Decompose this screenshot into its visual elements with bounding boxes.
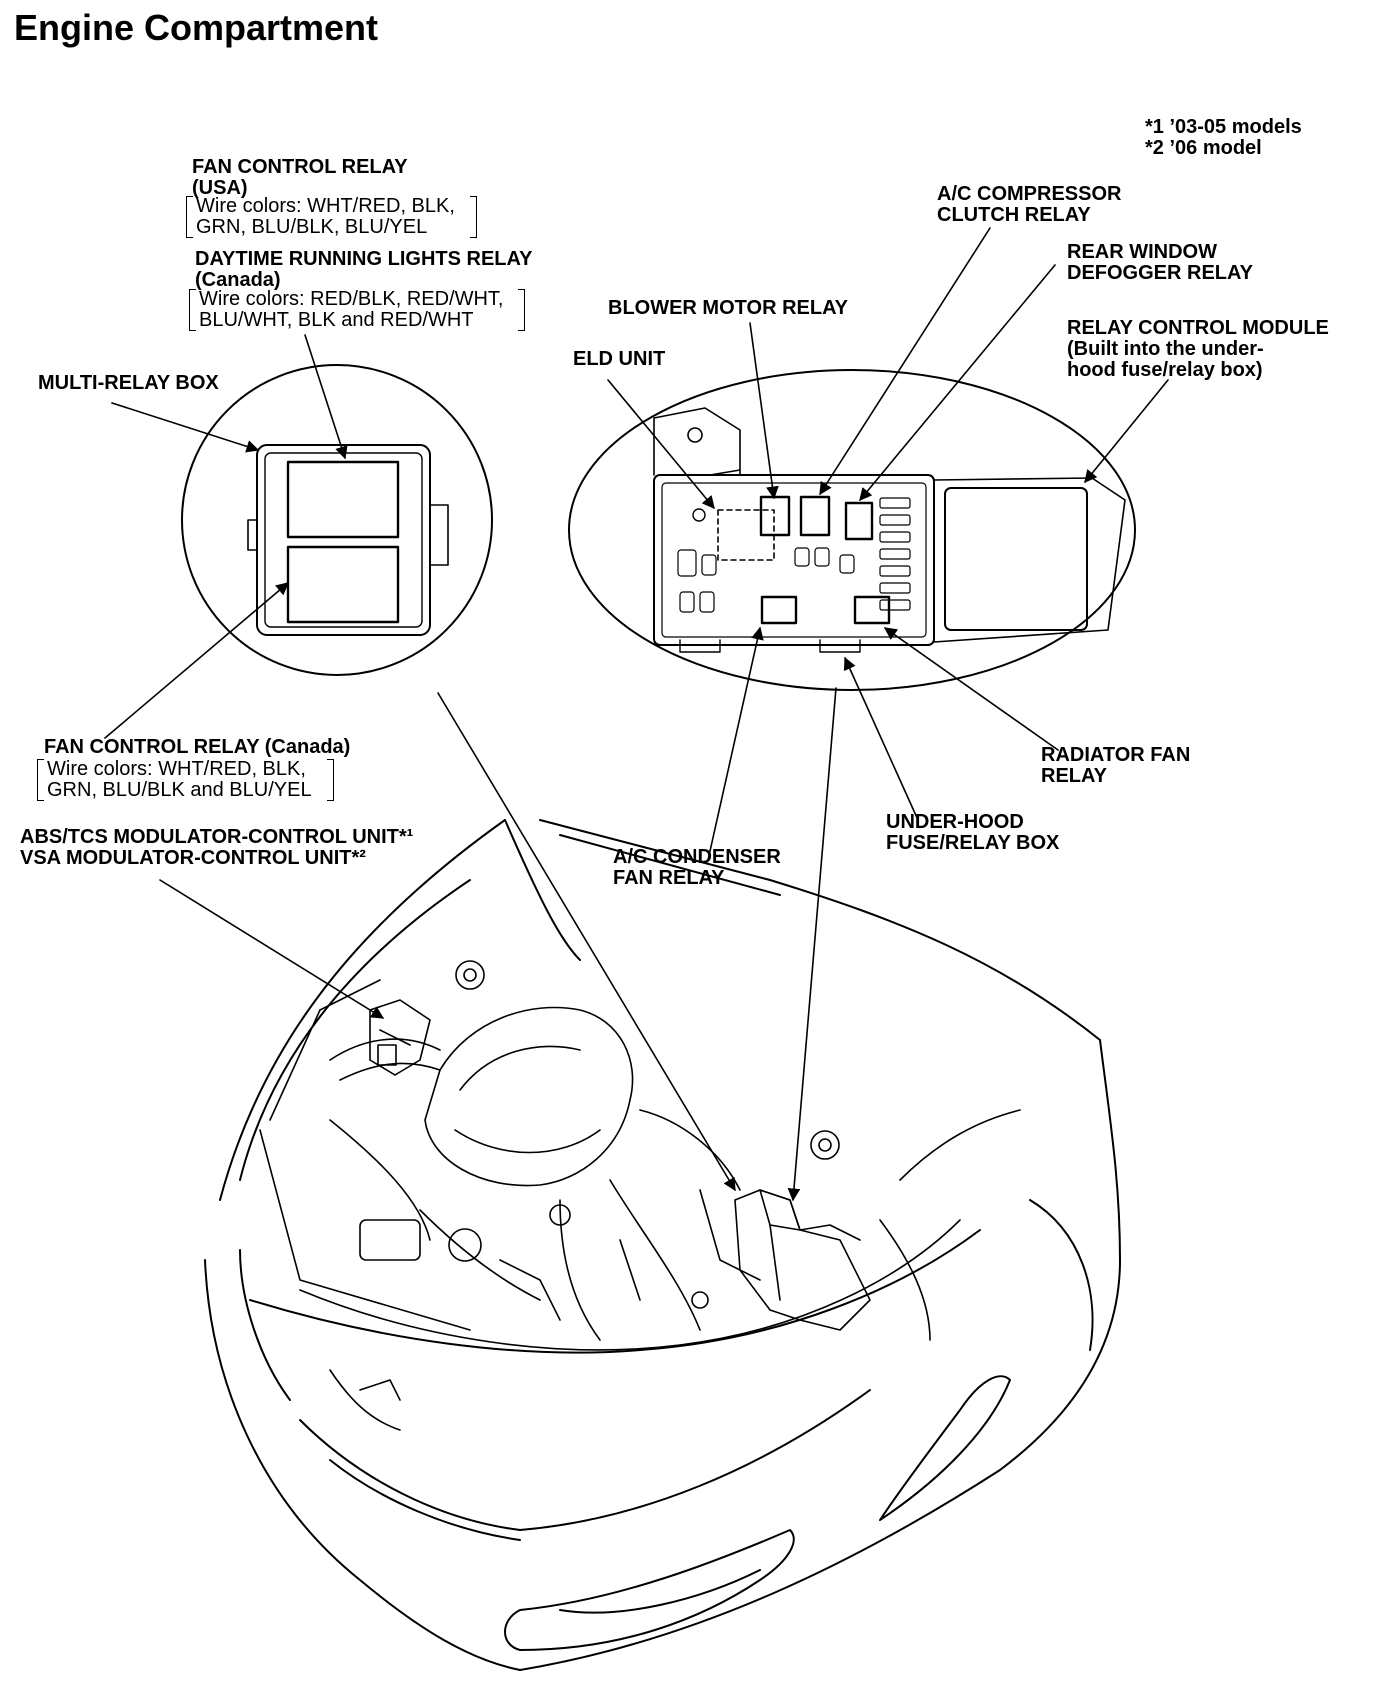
abs-tcs-unit-name: ABS/TCS MODULATOR-CONTROL UNIT*¹ [20,826,414,848]
wire-colors-line: GRN, BLU/BLK, BLU/YEL [196,216,428,238]
relay-control-module-label: RELAY CONTROL MODULE (Built into the und… [1067,318,1329,381]
label-line: RELAY CONTROL MODULE [1067,317,1329,339]
fan-control-relay-usa-wire-colors: Wire colors: WHT/RED, BLK, GRN, BLU/BLK,… [186,196,477,238]
multi-relay-box-label: MULTI-RELAY BOX [38,372,219,394]
label-line: FUSE/RELAY BOX [886,832,1060,854]
eld-unit-label: ELD UNIT [573,348,666,370]
blower-motor-relay-label: BLOWER MOTOR RELAY [608,297,849,319]
wire-colors-line: GRN, BLU/BLK and BLU/YEL [47,779,312,801]
abs-vsa-unit-label: ABS/TCS MODULATOR-CONTROL UNIT*¹ VSA MOD… [20,827,413,869]
under-hood-fuse-relay-box-label: UNDER-HOOD FUSE/RELAY BOX [886,812,1059,854]
label-line: A/C COMPRESSOR [937,183,1122,205]
label-line: REAR WINDOW [1067,241,1217,263]
label-line: RADIATOR FAN [1041,744,1191,766]
wire-colors-line: Wire colors: RED/BLK, RED/WHT, [199,288,504,310]
label-line: DEFOGGER RELAY [1067,262,1253,284]
label-line: (Built into the under- [1067,338,1264,360]
label-line: FAN RELAY [613,867,725,889]
label-line: UNDER-HOOD [886,811,1024,833]
ac-compressor-clutch-relay-label: A/C COMPRESSOR CLUTCH RELAY [937,184,1121,226]
car-body-outline [205,820,1120,1670]
daytime-running-lights-relay-wire-colors: Wire colors: RED/BLK, RED/WHT, BLU/WHT, … [189,288,526,331]
vsa-unit-name: VSA MODULATOR-CONTROL UNIT*² [20,847,366,869]
label-line: RELAY [1041,765,1107,787]
fan-control-relay-canada-label: FAN CONTROL RELAY (Canada) [44,736,351,758]
daytime-running-lights-relay-label: DAYTIME RUNNING LIGHTS RELAY (Canada) [195,249,532,291]
wire-colors-line: BLU/WHT, BLK and RED/WHT [199,309,474,331]
daytime-running-lights-relay-region: (Canada) [195,269,281,291]
footnote-1: *1 ’03-05 models [1145,116,1302,138]
label-line: A/C CONDENSER [613,846,781,868]
fan-control-relay-usa-region: (USA) [192,177,248,199]
radiator-fan-relay-label: RADIATOR FAN RELAY [1041,745,1190,787]
rear-window-defogger-relay-label: REAR WINDOW DEFOGGER RELAY [1067,242,1253,284]
engine-bay-details [260,961,1020,1430]
footnote-2: *2 ’06 model [1145,137,1262,159]
fan-control-relay-canada-wire-colors: Wire colors: WHT/RED, BLK, GRN, BLU/BLK … [37,759,334,801]
under-hood-fuse-box-ellipse [569,370,1135,690]
page-title: Engine Compartment [14,7,379,48]
ac-condenser-fan-relay-label: A/C CONDENSER FAN RELAY [613,847,781,889]
multi-relay-box-circle [182,365,492,675]
wire-colors-line: Wire colors: WHT/RED, BLK, [196,195,455,217]
fan-control-relay-usa-label: FAN CONTROL RELAY (USA) [192,157,408,199]
leader-lines [105,228,1168,1202]
label-line: hood fuse/relay box) [1067,359,1263,381]
footnotes: *1 ’03-05 models *2 ’06 model [1145,117,1302,159]
wire-colors-line: Wire colors: WHT/RED, BLK, [47,758,306,780]
label-line: CLUTCH RELAY [937,204,1091,226]
fan-control-relay-usa-name: FAN CONTROL RELAY [192,156,408,178]
daytime-running-lights-relay-name: DAYTIME RUNNING LIGHTS RELAY [195,248,533,270]
